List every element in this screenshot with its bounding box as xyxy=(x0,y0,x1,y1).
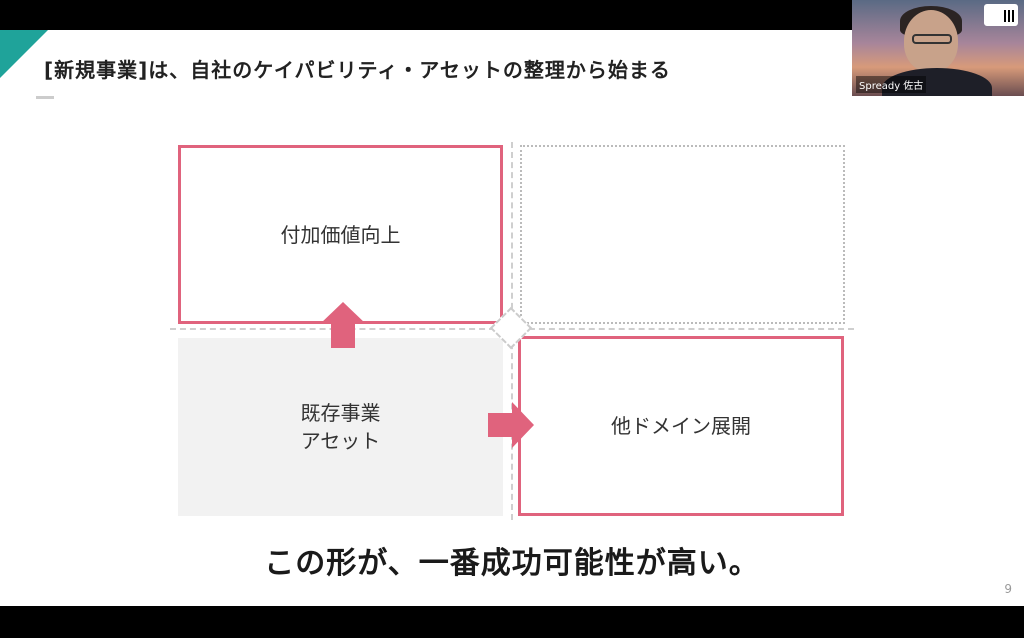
quadrant-existing-assets-label: 既存事業 アセット xyxy=(300,401,381,453)
participant-glasses xyxy=(912,34,952,44)
arrow-up-icon xyxy=(320,302,366,348)
quadrant-other-domain-label: 他ドメイン展開 xyxy=(611,414,751,438)
page-number: 9 xyxy=(1004,582,1012,596)
quadrant-other-domain: 他ドメイン展開 xyxy=(518,336,844,516)
quadrant-existing-assets: 既存事業 アセット xyxy=(178,338,503,516)
qr-code-icon xyxy=(1004,10,1016,22)
participant-name: Spready 佐古 xyxy=(856,76,927,93)
presentation-slide: [新規事業]は、自社のケイパビリティ・アセットの整理から始まる 付加価値向上 既… xyxy=(0,30,1024,606)
quadrant-empty xyxy=(520,145,845,324)
bottom-letterbox xyxy=(0,606,1024,638)
participant-body xyxy=(882,68,992,96)
quadrant-value-add: 付加価値向上 xyxy=(178,145,503,324)
title-underline xyxy=(36,96,54,99)
participant-video-tile[interactable]: Spready 佐古 xyxy=(852,0,1024,96)
arrow-right-icon xyxy=(488,402,534,448)
corner-accent xyxy=(0,30,48,78)
quadrant-value-add-label: 付加価値向上 xyxy=(280,222,401,247)
slide-title: [新規事業]は、自社のケイパビリティ・アセットの整理から始まる xyxy=(44,58,671,82)
slide-tagline: この形が、一番成功可能性が高い。 xyxy=(264,546,760,581)
